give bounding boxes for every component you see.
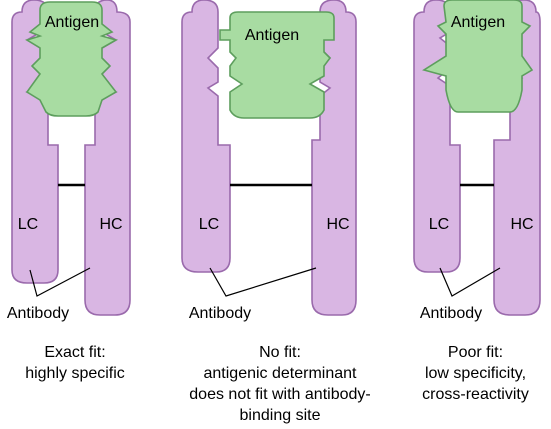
antibody-label: Antibody	[7, 305, 69, 322]
antigen-label: Antigen	[45, 14, 99, 31]
lc-label: LC	[18, 216, 38, 233]
caption-poor-fit: Poor fit: low specificity, cross-reactiv…	[400, 342, 551, 405]
antigen-shape	[25, 1, 119, 117]
caption-no-fit: No fit: antigenic determinant does not f…	[160, 342, 400, 426]
antibody-pointer-lines	[439, 267, 501, 297]
panel-exact-fit: Antigen LC HC Antibody	[7, 0, 131, 322]
hc-label: HC	[326, 216, 349, 233]
antibody-pointer-lines	[29, 267, 91, 297]
antigen-label: Antigen	[451, 14, 505, 31]
heavy-chain-arm	[493, 0, 541, 316]
caption-line: No fit:	[259, 344, 301, 361]
antibody-label: Antibody	[189, 305, 251, 322]
antibody-label: Antibody	[420, 305, 482, 322]
caption-exact-fit: Exact fit: highly specific	[0, 342, 150, 384]
lc-label: LC	[429, 216, 449, 233]
caption-line: highly specific	[25, 365, 125, 382]
caption-line: low specificity,	[424, 365, 527, 382]
caption-line: Exact fit:	[44, 344, 106, 361]
heavy-chain-arm	[311, 0, 357, 316]
antigen-label: Antigen	[245, 27, 299, 44]
caption-line: cross-reactivity	[422, 386, 529, 403]
caption-line: Poor fit:	[447, 344, 504, 361]
caption-line: does not fit with antibody-	[189, 386, 371, 403]
antibody-pointer-lines	[209, 267, 317, 297]
hc-label: HC	[510, 216, 533, 233]
panel-no-fit: Antigen LC HC Antibody	[181, 0, 357, 322]
caption-line: antigenic determinant	[203, 365, 357, 382]
light-chain-arm	[181, 0, 231, 273]
caption-line: binding site	[239, 407, 321, 424]
lc-label: LC	[199, 216, 219, 233]
antigen-shape	[219, 11, 335, 119]
antigen-shape	[422, 0, 534, 113]
panel-poor-fit: Antigen LC HC Antibody	[413, 0, 541, 322]
hc-label: HC	[99, 216, 122, 233]
